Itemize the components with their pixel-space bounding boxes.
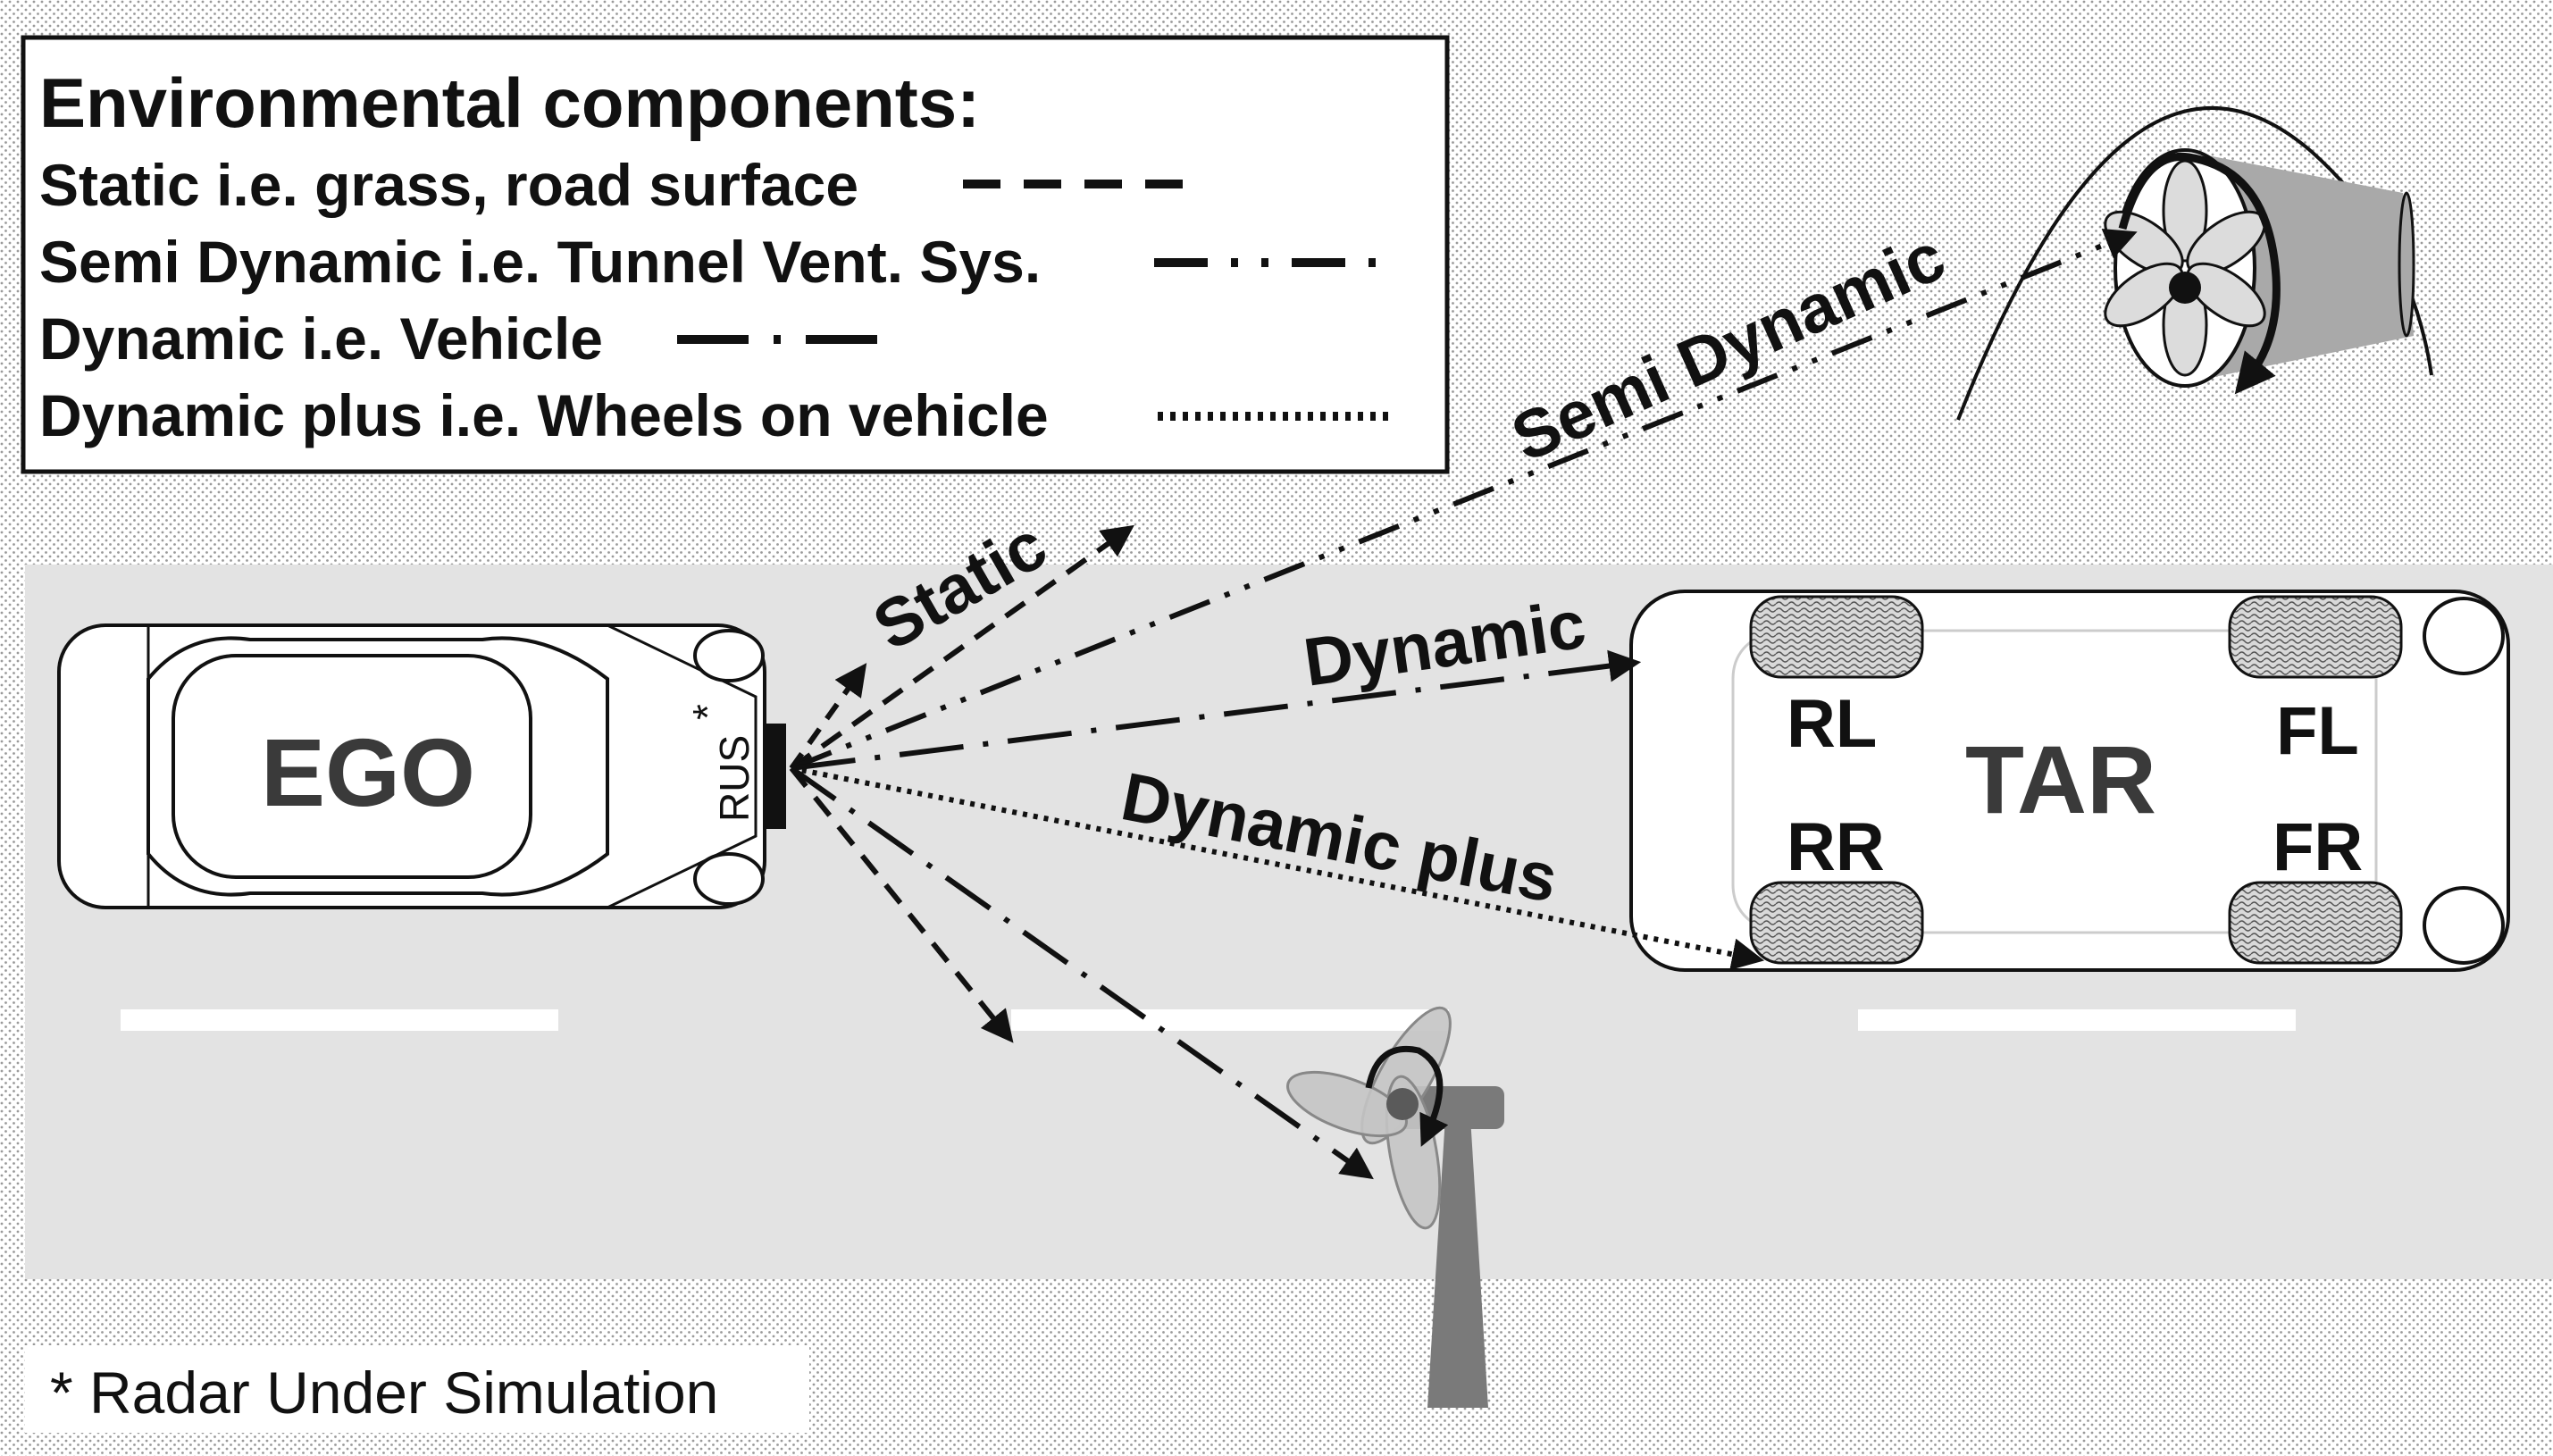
radar-sensor-asterisk: *: [684, 704, 731, 720]
legend: Environmental components: Static i.e. gr…: [21, 35, 1450, 474]
beam-dynamic-plus: [791, 766, 1765, 971]
footnote: * Radar Under Simulation: [50, 1360, 718, 1426]
beam-dynamic: [791, 649, 1642, 771]
ego-label: EGO: [261, 718, 475, 826]
beam-dynamic-turbine: [790, 766, 1374, 1180]
footnote-backdrop: [25, 1345, 809, 1433]
wind-turbine-icon: [1286, 1006, 1504, 1408]
target-vehicle: TAR RL RR FL FR: [1629, 590, 2510, 972]
ego-vehicle: EGO: [57, 623, 766, 909]
radar-beams: [789, 228, 2138, 1180]
beam-static-upper: [790, 524, 1134, 771]
tire-front-left: [2228, 595, 2403, 679]
beam-static-lower: [789, 766, 1014, 1043]
lane-markings: [121, 1009, 2296, 1031]
beam-static-mid: [789, 663, 867, 770]
legend-item-static: Static i.e. grass, road surface: [39, 152, 858, 218]
beam-semi-dynamic: [790, 228, 2138, 771]
radar-sensor: [765, 724, 786, 829]
wheel-label-fr: FR: [2273, 809, 2363, 885]
tire-rear-right: [1749, 881, 1924, 965]
tire-front-right: [2228, 881, 2403, 965]
legend-title: Environmental components:: [39, 63, 980, 142]
legend-item-dynamic-plus: Dynamic plus i.e. Wheels on vehicle: [39, 382, 1049, 448]
legend-box: [21, 35, 1450, 474]
legend-item-dynamic: Dynamic i.e. Vehicle: [39, 305, 603, 372]
tire-rear-left: [1749, 595, 1924, 679]
target-label: TAR: [1965, 725, 2156, 833]
wheel-label-rl: RL: [1787, 686, 1877, 762]
radar-sensor-label: RUS: [711, 735, 758, 822]
tunnel-fan-icon: [1956, 106, 2433, 421]
legend-item-semi-dynamic: Semi Dynamic i.e. Tunnel Vent. Sys.: [39, 229, 1041, 295]
wheel-label-rr: RR: [1787, 809, 1885, 885]
rotation-arrow-icon: [2118, 152, 2281, 395]
wheel-label-fl: FL: [2276, 693, 2359, 769]
